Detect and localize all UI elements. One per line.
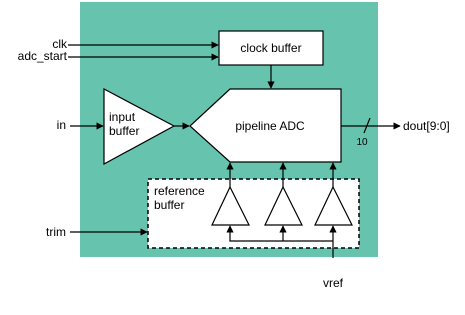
input-buffer-label-line1: input (109, 110, 136, 124)
ref-amp-1 (211, 185, 250, 226)
port-clk-label: clk (52, 37, 68, 51)
pipeline-adc-block (189, 88, 342, 163)
port-dout-label: dout[9:0] (403, 119, 450, 133)
vref-distribution (226, 225, 333, 242)
reference-buffer-label-line1: reference (154, 184, 205, 198)
pipeline-adc-label: pipeline ADC (235, 119, 305, 133)
clock-buffer-label: clock buffer (240, 41, 301, 55)
ref-amp-2 (264, 185, 303, 226)
port-adc-start-label: adc_start (18, 49, 68, 63)
ref-amp-3 (314, 185, 353, 226)
input-buffer-block (103, 88, 176, 166)
reference-buffer-label-line2: buffer (154, 198, 184, 212)
port-in-label: in (57, 118, 66, 132)
input-buffer-label-line2: buffer (109, 124, 139, 138)
bus-width-label: 10 (356, 137, 368, 148)
clock-buffer-block (218, 30, 324, 66)
port-trim-label: trim (46, 225, 66, 239)
port-vref-label: vref (323, 276, 344, 290)
bus-width-slash (363, 117, 371, 134)
